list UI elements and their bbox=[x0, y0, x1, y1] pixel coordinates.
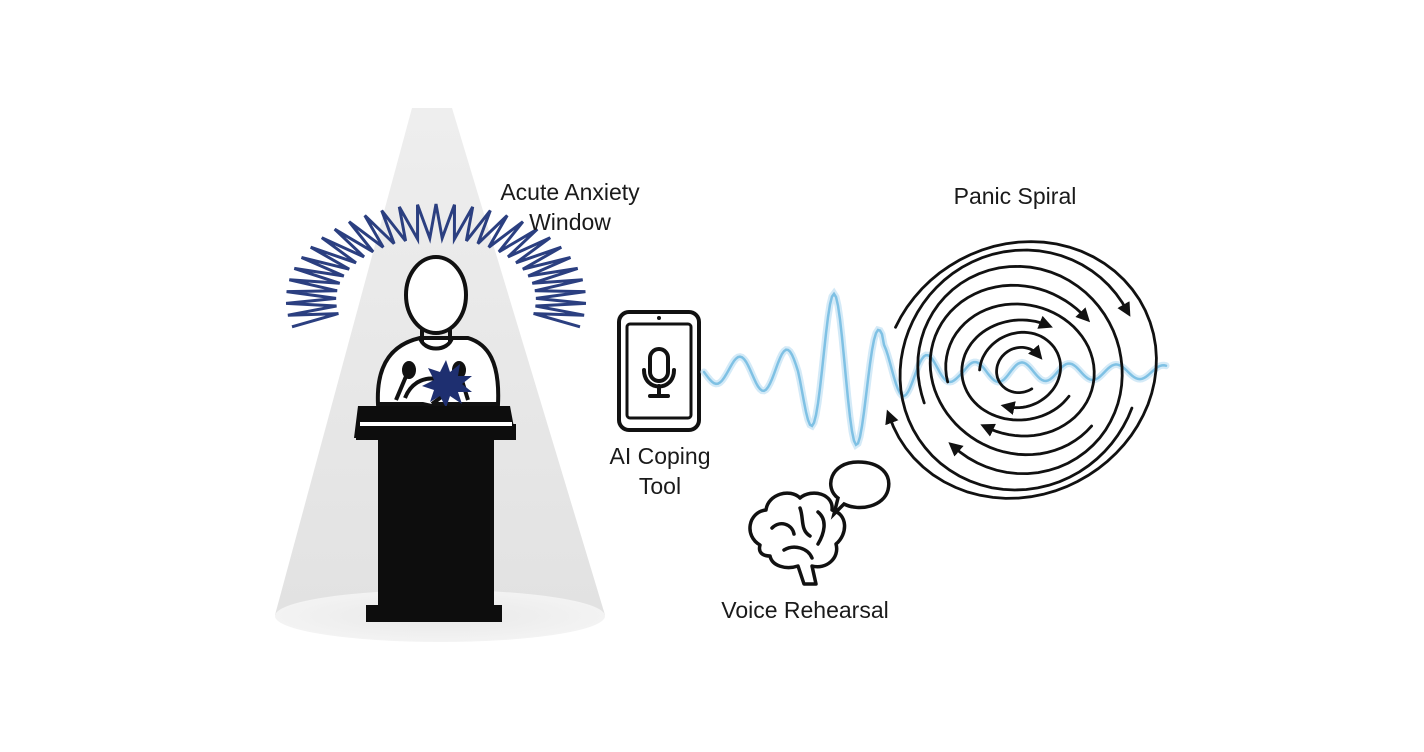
spiral-arrow-arc bbox=[898, 248, 1134, 492]
spiral-arrows-icon bbox=[885, 240, 1158, 500]
podium-icon bbox=[354, 406, 516, 622]
speech-bubble-icon bbox=[829, 460, 891, 520]
spiral-arrow-arc bbox=[928, 283, 1093, 457]
brain-icon bbox=[748, 491, 847, 586]
ai-coping-tool-label: AI Coping Tool bbox=[580, 441, 740, 501]
spiral-arrow-arc bbox=[995, 344, 1043, 394]
tablet-icon bbox=[617, 310, 701, 432]
microphone-icon bbox=[642, 347, 676, 398]
voice-rehearsal-label: Voice Rehearsal bbox=[721, 597, 889, 623]
ai-coping-line-2: Tool bbox=[638, 473, 682, 499]
spiral-arrow-arc bbox=[978, 330, 1062, 415]
spiral-arrow-arc bbox=[944, 302, 1096, 438]
heart-burst-icon bbox=[422, 360, 472, 408]
panic-spiral-label: Panic Spiral bbox=[953, 183, 1077, 209]
speaker-figure-icon bbox=[375, 255, 501, 406]
spiral-arrow-arc bbox=[885, 240, 1158, 500]
sound-wave-icon bbox=[700, 287, 1170, 451]
acute-anxiety-window-label: Acute Anxiety Window bbox=[470, 177, 670, 237]
acute-anxiety-line-1: Acute Anxiety bbox=[500, 179, 640, 205]
spiral-arrow-arc bbox=[960, 315, 1071, 422]
anxiety-burst-icon bbox=[285, 203, 587, 329]
acute-anxiety-line-2: Window bbox=[529, 209, 611, 235]
spiral-arrow-arc bbox=[916, 264, 1124, 476]
ai-coping-line-1: AI Coping bbox=[609, 443, 711, 469]
